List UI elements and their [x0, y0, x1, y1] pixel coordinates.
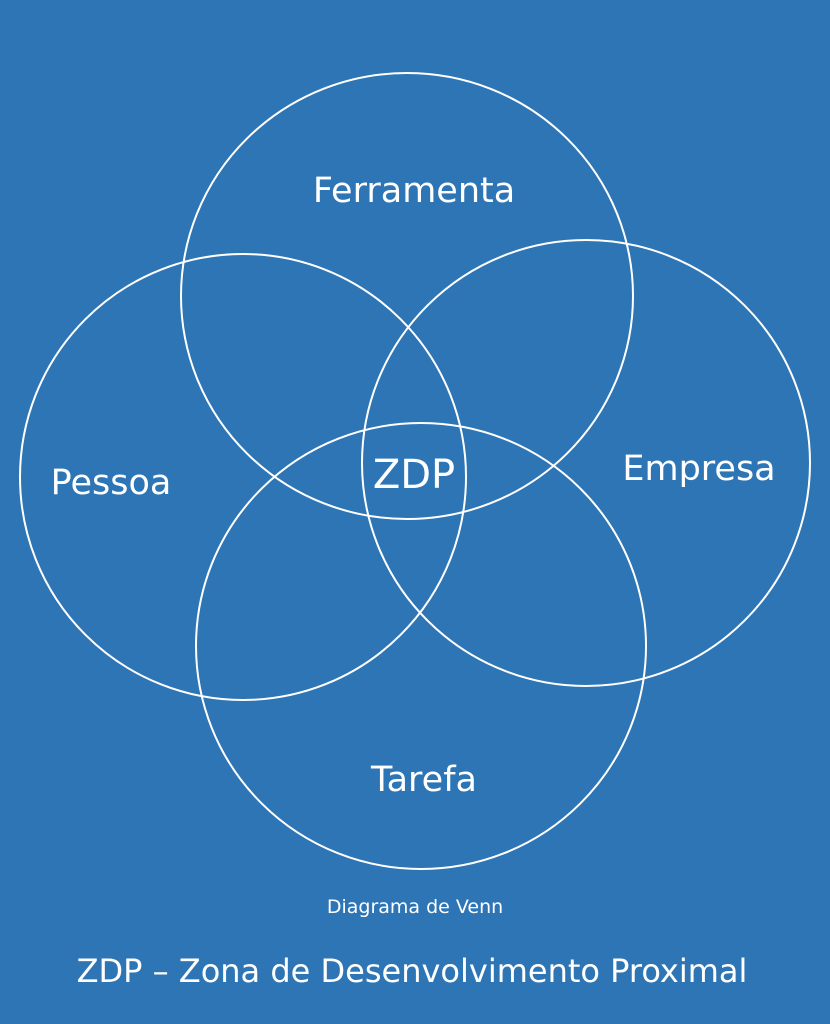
- label-zdp-center: ZDP: [373, 452, 455, 498]
- circle-tarefa: [195, 422, 647, 870]
- label-empresa: Empresa: [622, 449, 775, 489]
- label-pessoa: Pessoa: [51, 463, 172, 503]
- footer-title: ZDP – Zona de Desenvolvimento Proximal: [76, 952, 748, 990]
- label-tarefa: Tarefa: [370, 760, 477, 800]
- circle-empresa: [361, 239, 811, 687]
- diagram-caption: Diagrama de Venn: [326, 896, 504, 918]
- circle-pessoa: [19, 253, 467, 701]
- label-ferramenta: Ferramenta: [313, 171, 515, 211]
- circle-ferramenta: [180, 72, 634, 520]
